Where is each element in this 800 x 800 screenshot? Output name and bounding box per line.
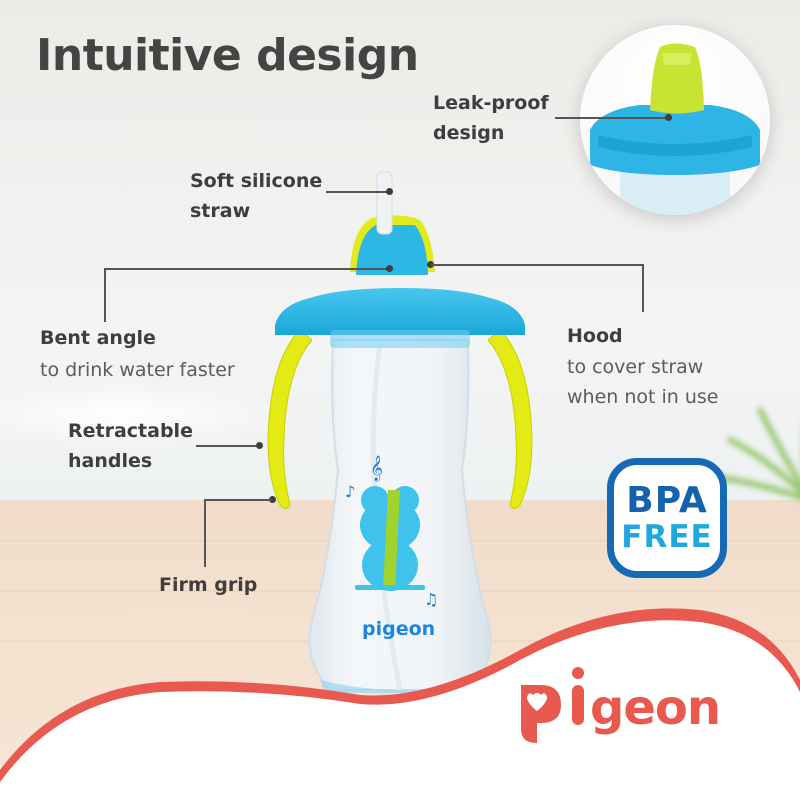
brand-logo-text: geon <box>590 680 720 736</box>
feature-leak-proof-title: Leak-proof design <box>433 92 549 144</box>
feature-hood-title: Hood <box>567 325 623 347</box>
straw <box>376 171 393 235</box>
leak-proof-pointer-line <box>555 117 668 119</box>
feature-bent-angle-title: Bent angle <box>40 327 156 349</box>
frog-graphic <box>355 486 425 591</box>
svg-text:𝄞: 𝄞 <box>370 455 383 481</box>
leak-proof-pointer-dot <box>665 114 672 121</box>
straw-pointer-line <box>326 191 388 193</box>
grip-pointer-dot <box>269 496 276 503</box>
left-handle <box>267 329 313 509</box>
bpa-badge-line1: BPA <box>626 480 708 521</box>
hood-pointer-line-h <box>431 264 643 266</box>
pigeon-brand-logo: geon <box>521 667 721 743</box>
handles-pointer-line <box>196 445 260 447</box>
feature-bent-angle-subtitle: to drink water faster <box>40 359 235 381</box>
bpa-badge-line2: FREE <box>621 519 713 555</box>
svg-text:♫: ♫ <box>424 590 438 609</box>
lid <box>275 288 525 335</box>
footer-wave <box>0 608 800 800</box>
bent-angle-pointer-dot <box>386 265 393 272</box>
sippy-cup-illustration: 𝄞 ♪ ♫ pigeon <box>267 171 533 693</box>
grip-pointer-line-h <box>204 499 272 501</box>
hood-closeup-illustration <box>590 43 760 215</box>
leak-proof-closeup <box>580 25 770 215</box>
svg-text:♪: ♪ <box>345 482 355 501</box>
bent-angle-pointer-line-v <box>104 268 106 322</box>
page-title: Intuitive design <box>36 30 419 81</box>
hood-pointer-line-v <box>642 264 644 312</box>
right-handle <box>487 329 533 509</box>
straw-pointer-dot <box>386 188 393 195</box>
bottle-logo: pigeon <box>362 618 435 640</box>
feature-straw-title: Soft silicone straw <box>190 170 323 222</box>
feature-grip-title: Firm grip <box>159 574 258 596</box>
hood-pointer-dot <box>427 261 434 268</box>
window-glow <box>0 380 300 450</box>
feature-handles-title: Retractable handles <box>68 420 193 472</box>
bent-angle-pointer-line-h <box>104 268 390 270</box>
feature-hood-subtitle: to cover straw when not in use <box>567 356 719 408</box>
grip-pointer-line-v <box>204 499 206 567</box>
bpa-free-badge: BPA FREE <box>607 458 727 578</box>
handles-pointer-dot <box>256 442 263 449</box>
